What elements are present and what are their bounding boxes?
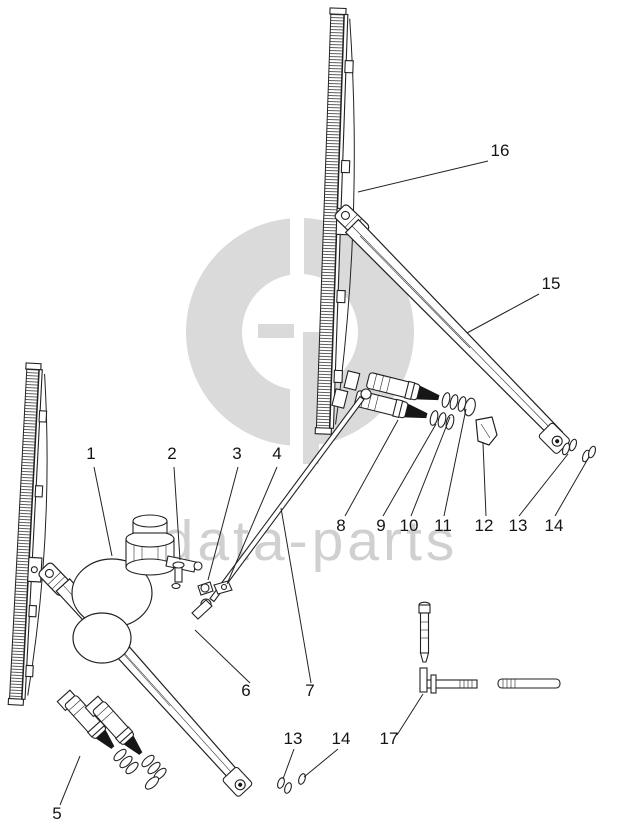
callout-14b: 14 <box>332 729 351 748</box>
washer-set-lower <box>113 748 167 790</box>
callout-4: 4 <box>272 444 281 463</box>
wiper-arm-upper <box>344 218 570 454</box>
callout-2: 2 <box>167 444 176 463</box>
rubber-boot <box>475 416 498 446</box>
washer-pair-lower-13-14 <box>277 773 306 794</box>
callout-13b: 13 <box>284 729 303 748</box>
callout-7: 7 <box>305 681 314 700</box>
callout-8: 8 <box>336 516 345 535</box>
callout-16: 16 <box>491 141 510 160</box>
mount-hardware <box>171 561 233 596</box>
wiper-blade-lower <box>7 362 48 706</box>
watermark-text: data-parts <box>162 509 459 573</box>
callout-14: 14 <box>545 516 564 535</box>
pivot-shaft-kit <box>418 601 561 694</box>
callout-6: 6 <box>241 681 250 700</box>
wiper-blade-upper <box>314 7 355 435</box>
callout-9: 9 <box>376 516 385 535</box>
callout-10: 10 <box>400 516 419 535</box>
callout-1: 1 <box>86 444 95 463</box>
pivot-cap-lower-b <box>84 695 143 755</box>
callout-12: 12 <box>475 516 494 535</box>
wiper-motor <box>71 514 203 664</box>
pivot-cap-lower-a <box>56 689 115 749</box>
washer-set-upper <box>429 392 476 430</box>
pivot-cap-upper-a <box>343 370 440 401</box>
callout-5: 5 <box>52 804 61 823</box>
callout-3: 3 <box>232 444 241 463</box>
callout-15: 15 <box>542 274 561 293</box>
callout-17: 17 <box>380 729 399 748</box>
callout-11: 11 <box>434 516 452 535</box>
linkage-rod <box>191 388 372 620</box>
leader-lines <box>59 160 590 806</box>
callout-13: 13 <box>509 516 528 535</box>
